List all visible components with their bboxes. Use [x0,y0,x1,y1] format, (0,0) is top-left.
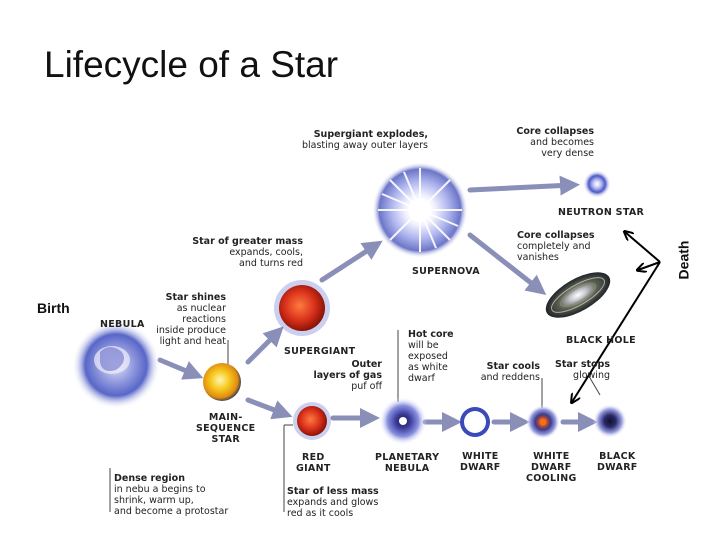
note-core-collapses-dense-head: Core collapses [516,126,594,137]
red-giant-icon [293,402,331,440]
note-supergiant-explodes: Supergiant explodes, blasting away outer… [290,129,428,151]
death-label: Death [675,240,692,280]
note-greater-mass-head: Star of greater mass [192,236,303,247]
note-hot-core: Hot core will be exposed as white dwarf [408,329,454,384]
caption-neutron-star: NEUTRON STAR [558,207,645,218]
white-dwarf-cooling-icon [526,405,560,439]
note-outer-layers: Outer layers of gas puf off [310,359,383,392]
note-outer-layers-head: Outer layers of gas [313,359,383,381]
caption-planetary-nebula: PLANETARY NEBULA [375,452,440,474]
caption-red-giant: RED GIANT [296,452,331,474]
arrow-supernova-to-neutron [467,175,580,196]
note-core-collapses-vanish-head: Core collapses [517,230,595,241]
note-dense-region-body: in nebu a begins to shrink, warm up, and… [114,484,229,517]
arrow-supergiant-to-supernova [319,240,383,283]
caption-white-dwarf-cooling: WHITE DWARF COOLING [526,451,577,484]
caption-supernova: SUPERNOVA [412,266,480,277]
note-core-collapses-vanish: Core collapses completely and vanishes [517,230,595,263]
note-hot-core-head: Hot core [408,329,454,340]
note-dense-region: Dense region in nebu a begins to shrink,… [114,473,228,517]
caption-nebula: NEBULA [100,319,145,330]
neutron-star-icon [583,170,611,198]
death-arrows [572,232,661,402]
note-dense-region-head: Dense region [114,473,185,484]
flow-arrows [157,175,598,432]
supergiant-icon [274,280,330,336]
planetary-nebula-icon [379,397,427,445]
nebula-icon [72,321,160,409]
note-outer-layers-body: puf off [351,381,382,392]
caption-black-dwarf: BLACK DWARF [597,451,638,473]
note-star-shines-head: Star shines [165,292,226,303]
supernova-icon [372,162,468,258]
note-star-shines: Star shines as nuclear reactions inside … [150,292,226,347]
note-star-stops: Star stops glowing [552,359,610,381]
note-core-collapses-dense: Core collapses and becomes very dense [516,126,594,159]
note-star-cools-head: Star cools [486,361,540,372]
slide-title: Lifecycle of a Star [44,44,339,85]
note-supergiant-explodes-body: blasting away outer layers [301,140,428,151]
note-supergiant-explodes-head: Supergiant explodes, [313,129,428,140]
caption-black-hole: BLACK HOLE [566,335,636,346]
note-star-stops-head: Star stops [555,359,610,370]
note-core-collapses-vanish-body: completely and vanishes [517,241,591,263]
note-core-collapses-dense-body: and becomes very dense [530,137,594,159]
note-hot-core-body: will be exposed as white dwarf [408,340,448,384]
white-dwarf-icon [460,407,490,437]
note-star-cools: Star cools and reddens [476,361,540,383]
note-star-shines-body: as nuclear reactions inside produce ligh… [156,303,226,347]
birth-label: Birth [37,300,70,316]
caption-main-sequence: MAIN- SEQUENCE STAR [196,412,256,445]
black-hole-icon [545,272,611,318]
arrow-supernova-to-blackhole [467,232,547,295]
note-less-mass: Star of less mass expands and glows red … [287,486,379,519]
arrow-main-to-supergiant [245,326,284,365]
arrow-main-to-redgiant [245,397,293,420]
note-greater-mass: Star of greater mass expands, cools, and… [190,236,303,269]
note-star-stops-body: glowing [573,370,610,381]
caption-supergiant: SUPERGIANT [284,346,356,357]
note-less-mass-body: expands and glows red as it cools [287,497,379,519]
caption-white-dwarf: WHITE DWARF [460,451,501,473]
arrow-nebula-to-main [157,357,204,380]
main-sequence-star-icon [203,363,241,401]
black-dwarf-icon [593,404,627,438]
note-greater-mass-body: expands, cools, and turns red [229,247,303,269]
note-less-mass-head: Star of less mass [287,486,379,497]
note-star-cools-body: and reddens [480,372,540,383]
